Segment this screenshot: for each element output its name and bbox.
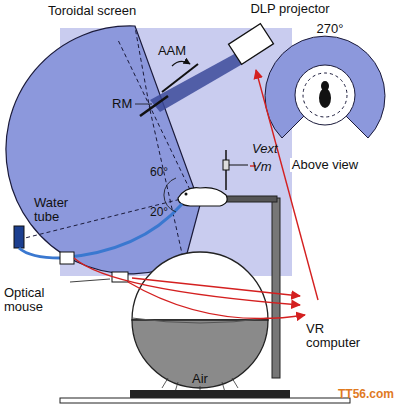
device-label: VR computer bbox=[306, 322, 376, 351]
base-plate bbox=[130, 390, 290, 398]
angle-label: 270° bbox=[317, 22, 344, 36]
signal-name: Vext bbox=[252, 142, 278, 156]
toroidal-screen bbox=[6, 26, 200, 274]
electrode-holder bbox=[223, 160, 229, 170]
part-label: RM bbox=[112, 97, 132, 111]
table bbox=[60, 398, 350, 403]
electrode-wire bbox=[229, 165, 248, 166]
above-view-floor bbox=[295, 65, 355, 125]
ball-cup bbox=[132, 320, 268, 388]
valve bbox=[60, 252, 74, 264]
angle-label: 20° bbox=[150, 206, 168, 219]
projection-rays bbox=[25, 27, 193, 258]
mouse-eye bbox=[185, 193, 188, 196]
airflow-label: Air bbox=[190, 372, 210, 386]
above-view-mouse-head bbox=[321, 81, 329, 91]
aam-rotation bbox=[172, 61, 190, 66]
above-view-screen bbox=[265, 36, 385, 138]
view-label: Above view bbox=[290, 158, 360, 172]
aspheric-mirror bbox=[162, 64, 198, 92]
rm-leader bbox=[135, 104, 152, 105]
screen-label: Toroidal screen bbox=[48, 4, 136, 18]
optical-mouse-leader bbox=[70, 279, 110, 282]
water-reservoir bbox=[14, 226, 24, 248]
angle-label: 60° bbox=[150, 166, 168, 179]
above-view-ring bbox=[303, 73, 347, 117]
signal-name: Vm bbox=[252, 160, 272, 174]
dlp-projector bbox=[229, 24, 274, 65]
part-label: Water tube bbox=[34, 196, 74, 225]
rotating-mirror bbox=[140, 96, 168, 116]
part-label: AAM bbox=[158, 44, 186, 58]
projector-beam bbox=[150, 52, 246, 112]
mouse bbox=[178, 188, 227, 206]
watermark: TT56.com bbox=[338, 388, 394, 401]
holder-post bbox=[272, 198, 280, 378]
part-label: Optical mouse bbox=[4, 286, 60, 315]
signal-lines bbox=[74, 70, 318, 319]
projector-label: DLP projector bbox=[250, 2, 329, 16]
